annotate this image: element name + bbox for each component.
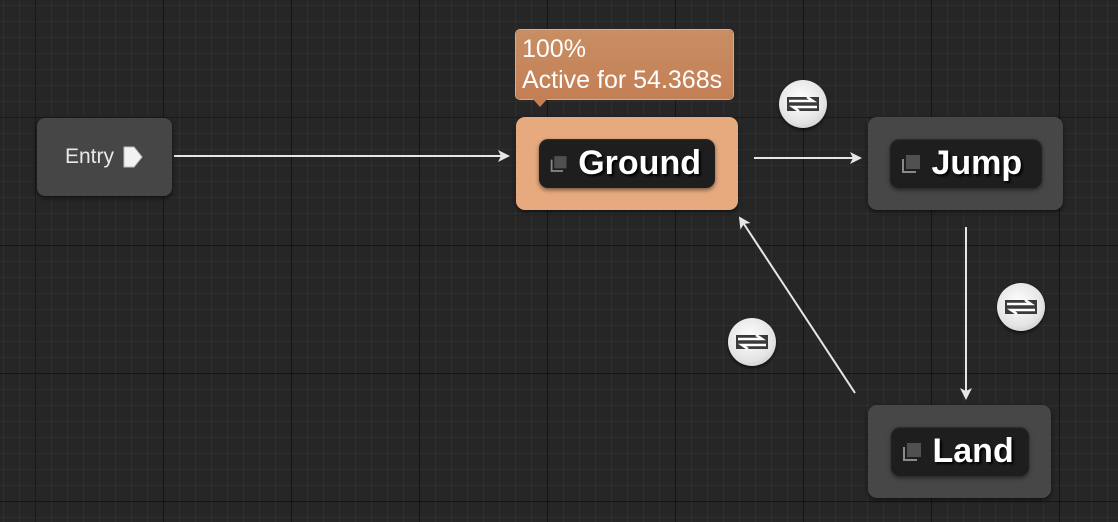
tooltip-weight: 100% (522, 35, 586, 63)
state-title-ground: Ground (539, 139, 715, 188)
transition-rule-icon (736, 333, 768, 351)
state-node-ground[interactable]: Ground (516, 117, 738, 210)
state-icon (550, 155, 567, 172)
state-icon (901, 154, 920, 173)
state-title-land: Land (890, 427, 1029, 476)
tooltip-pointer (532, 98, 548, 107)
state-tooltip: 100% Active for 54.368s (516, 30, 733, 99)
transition-rule-jump-to-land[interactable] (997, 283, 1045, 331)
transition-rule-ground-to-jump[interactable] (779, 80, 827, 128)
state-label: Jump (931, 144, 1023, 182)
transition-rule-icon (787, 95, 819, 113)
state-node-jump[interactable]: Jump (868, 117, 1063, 210)
entry-pin-icon[interactable] (122, 145, 144, 169)
wire-land-to-ground[interactable] (738, 216, 856, 394)
state-label: Land (932, 432, 1014, 470)
state-node-land[interactable]: Land (868, 405, 1051, 498)
entry-label: Entry (64, 145, 114, 168)
transition-rule-land-to-ground[interactable] (728, 318, 776, 366)
tooltip-active-time: Active for 54.368s (522, 66, 723, 94)
state-title-jump: Jump (889, 139, 1042, 188)
state-label: Ground (578, 144, 701, 182)
transition-rule-icon (1005, 298, 1037, 316)
entry-node[interactable]: Entry (37, 118, 172, 196)
state-icon (902, 442, 921, 461)
